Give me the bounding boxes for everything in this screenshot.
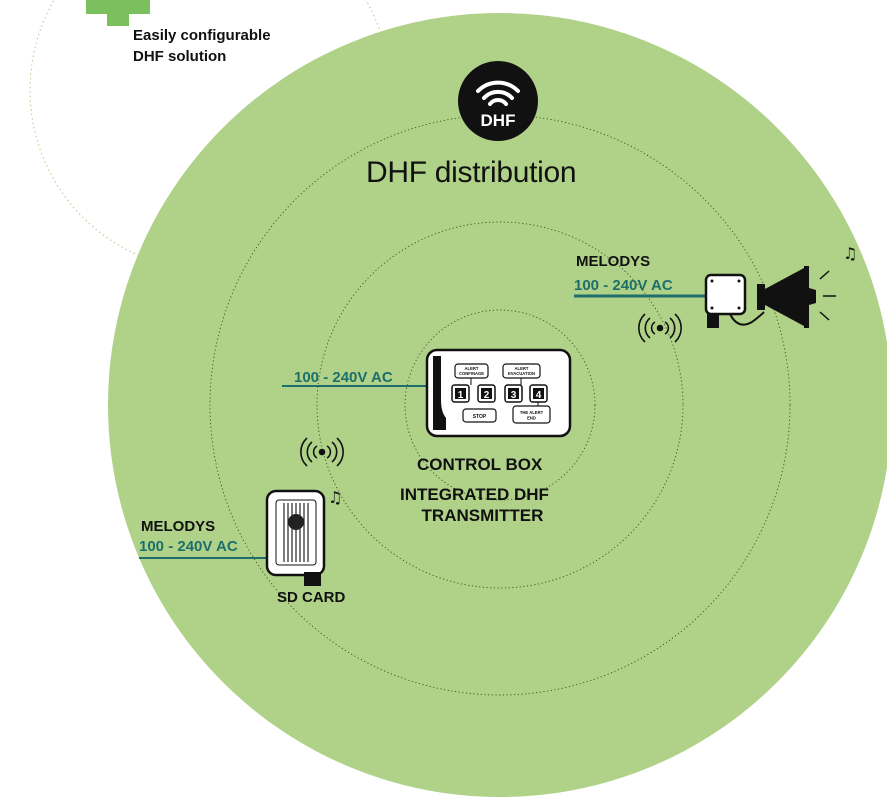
- svg-text:1: 1: [458, 390, 464, 401]
- svg-text:CONFINAGE: CONFINAGE: [459, 371, 484, 376]
- radio-signal-icon: [300, 437, 344, 467]
- svg-text:ALERT: ALERT: [465, 366, 479, 371]
- ring-middle: [316, 221, 684, 589]
- control-box-panel: ALERT CONFINAGE ALERT EVACUATION 1 2 3 4…: [425, 348, 572, 438]
- plus-icon: [86, 0, 150, 26]
- svg-text:THE ALERT: THE ALERT: [520, 410, 544, 415]
- ring-inner: [404, 309, 596, 501]
- intro-line-2: DHF solution: [133, 48, 227, 65]
- control-box-subtitle-line-1: INTEGRATED DHF: [400, 485, 549, 504]
- svg-text:ALERT: ALERT: [515, 366, 529, 371]
- sd-card-label: SD CARD: [277, 589, 346, 606]
- svg-text:3: 3: [511, 390, 517, 401]
- radio-signal-icon: [638, 313, 682, 343]
- sdcard-unit-voltage: 100 - 240V AC: [139, 538, 238, 555]
- svg-text:END: END: [527, 416, 536, 421]
- key-4: 4: [529, 384, 548, 403]
- speaker-voltage: 100 - 240V AC: [574, 277, 673, 294]
- key-3: 3: [504, 384, 523, 403]
- control-box-voltage: 100 - 240V AC: [294, 369, 393, 386]
- melodys-sdcard-unit: [265, 489, 326, 586]
- svg-text:EVACUATION: EVACUATION: [508, 371, 535, 376]
- speaker-name: MELODYS: [576, 253, 651, 270]
- intro-text: Easily configurable DHF solution: [133, 25, 271, 67]
- svg-text:4: 4: [536, 390, 542, 401]
- sdcard-unit-name: MELODYS: [141, 518, 216, 535]
- wifi-icon: [476, 80, 520, 106]
- badge-label: DHF: [481, 111, 516, 130]
- intro-line-1: Easily configurable: [133, 27, 271, 44]
- control-box-subtitle-line-2: TRANSMITTER: [421, 506, 544, 525]
- key-2: 2: [477, 384, 496, 403]
- music-note-icon: ♫: [328, 488, 342, 507]
- melodys-horn-speaker: [704, 266, 836, 328]
- music-note-icon: ♫: [843, 244, 857, 263]
- control-box-subtitle: INTEGRATED DHF TRANSMITTER: [400, 484, 549, 526]
- svg-text:♫: ♫: [843, 244, 857, 263]
- dhf-badge: DHF: [458, 61, 538, 141]
- svg-text:2: 2: [484, 390, 490, 401]
- svg-text:♫: ♫: [328, 488, 342, 507]
- svg-text:STOP: STOP: [473, 414, 487, 420]
- page-title: DHF distribution: [366, 156, 577, 189]
- key-1: 1: [451, 384, 470, 403]
- control-box-title: CONTROL BOX: [417, 455, 543, 474]
